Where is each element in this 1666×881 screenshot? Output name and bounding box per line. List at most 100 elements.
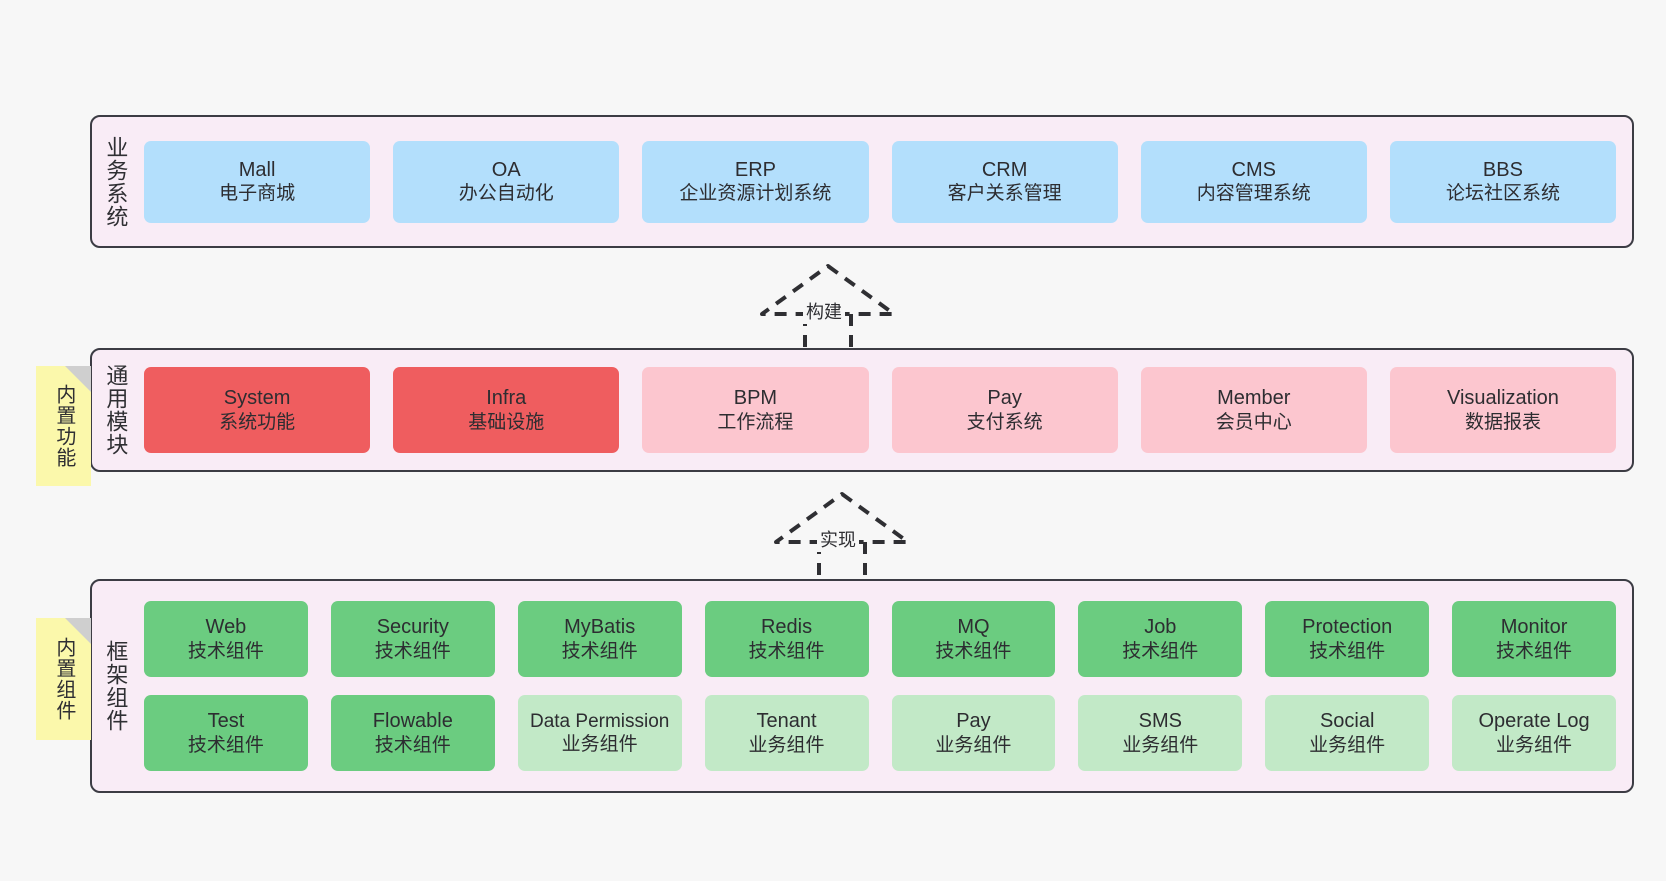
node-subtitle: 企业资源计划系统 bbox=[679, 183, 832, 205]
node-title: SMS bbox=[1138, 710, 1182, 733]
connector-implement-label: 实现 bbox=[817, 526, 859, 552]
node-title: BPM bbox=[733, 387, 778, 410]
note-builtin-components-label: 内置组件 bbox=[52, 637, 75, 721]
node-subtitle: 技术组件 bbox=[374, 734, 451, 756]
node-title: Web bbox=[205, 616, 247, 639]
node-title: Visualization bbox=[1446, 387, 1559, 410]
node-title: Job bbox=[1144, 616, 1177, 639]
node-subtitle: 工作流程 bbox=[717, 411, 794, 433]
node-subtitle: 技术组件 bbox=[187, 734, 264, 756]
note-fold-corner-icon bbox=[65, 618, 91, 644]
node-title: Infra bbox=[486, 387, 527, 410]
node-title: Redis bbox=[760, 616, 813, 639]
node-title: Flowable bbox=[372, 710, 453, 733]
layer-business-systems-title: 业务系统 bbox=[103, 135, 129, 228]
node-subtitle: 会员中心 bbox=[1215, 411, 1292, 433]
node-title: Social bbox=[1319, 710, 1375, 733]
layer-common-modules-title: 通用模块 bbox=[103, 364, 129, 456]
node-title: Monitor bbox=[1500, 616, 1568, 639]
node-subtitle: 办公自动化 bbox=[458, 183, 554, 205]
node-subtitle: 业务组件 bbox=[1309, 734, 1386, 756]
node-subtitle: 支付系统 bbox=[966, 411, 1043, 433]
node-subtitle: 业务组件 bbox=[1122, 734, 1199, 756]
node-subtitle: 客户关系管理 bbox=[947, 183, 1062, 205]
node-title: ERP bbox=[734, 158, 776, 181]
node-subtitle: 业务组件 bbox=[748, 734, 825, 756]
node-subtitle: 基础设施 bbox=[468, 411, 545, 433]
node-title: System bbox=[223, 387, 291, 410]
node-title: MyBatis bbox=[564, 616, 636, 639]
node-title: MQ bbox=[957, 616, 990, 639]
node-title: Tenant bbox=[756, 710, 817, 733]
node-subtitle: 论坛社区系统 bbox=[1445, 183, 1560, 205]
node-subtitle: 技术组件 bbox=[1309, 640, 1386, 662]
node-title: Protection bbox=[1302, 616, 1393, 639]
node-subtitle: 技术组件 bbox=[1122, 640, 1199, 662]
connector-build: 构建 bbox=[757, 262, 899, 348]
node-title: Data Permission bbox=[529, 710, 670, 732]
node-subtitle: 内容管理系统 bbox=[1196, 183, 1311, 205]
node-subtitle: 系统功能 bbox=[219, 411, 296, 433]
node-subtitle: 业务组件 bbox=[1496, 734, 1573, 756]
node-subtitle: 技术组件 bbox=[187, 640, 264, 662]
node-title: Pay bbox=[987, 387, 1022, 410]
node-title: Operate Log bbox=[1478, 710, 1590, 733]
node-subtitle: 技术组件 bbox=[1496, 640, 1573, 662]
node-title: Member bbox=[1217, 387, 1291, 410]
node-subtitle: 技术组件 bbox=[374, 640, 451, 662]
node-subtitle: 技术组件 bbox=[748, 640, 825, 662]
node-subtitle: 电子商城 bbox=[219, 183, 296, 205]
node-title: Test bbox=[207, 710, 245, 733]
layer-framework-components-title: 框架组件 bbox=[103, 640, 129, 732]
node-title: OA bbox=[491, 158, 521, 181]
node-subtitle: 数据报表 bbox=[1464, 411, 1541, 433]
node-title: CRM bbox=[981, 158, 1028, 181]
connector-build-label: 构建 bbox=[803, 298, 845, 324]
note-builtin-components: 内置组件 bbox=[36, 618, 91, 740]
node-subtitle: 业务组件 bbox=[561, 734, 638, 755]
connector-implement: 实现 bbox=[771, 490, 913, 576]
node-subtitle: 技术组件 bbox=[561, 640, 638, 662]
node-subtitle: 技术组件 bbox=[935, 640, 1012, 662]
node-title: Pay bbox=[956, 710, 991, 733]
node-title: Security bbox=[376, 616, 449, 639]
